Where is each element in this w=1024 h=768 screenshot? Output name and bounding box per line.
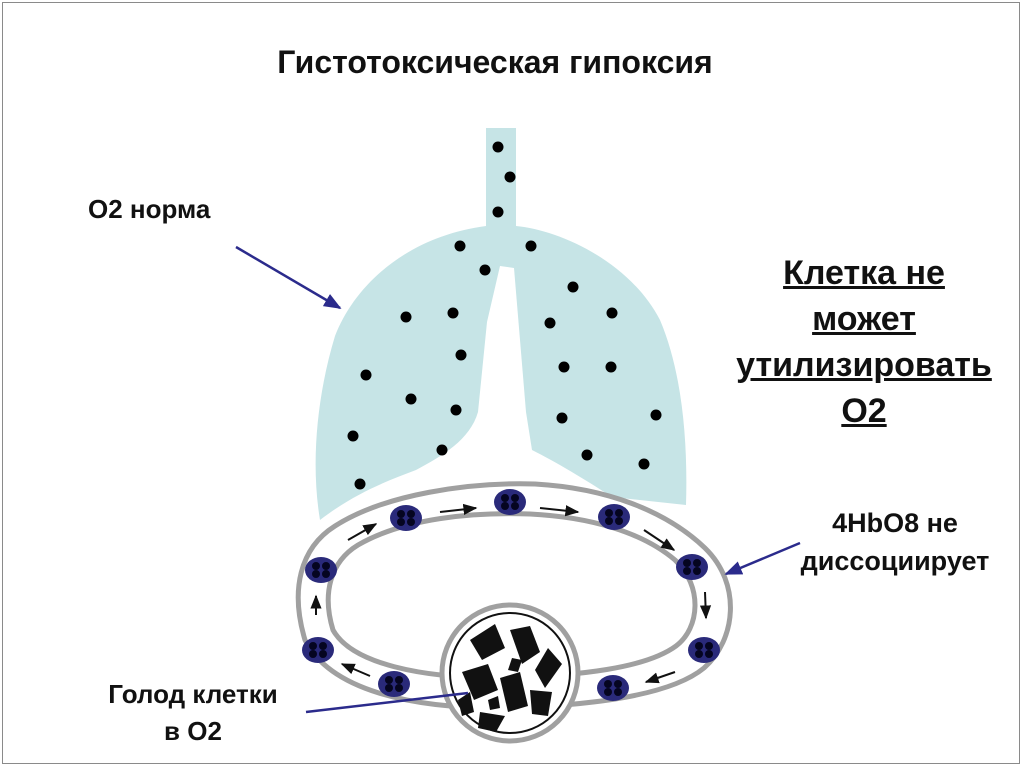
oxygen-dot (556, 412, 568, 424)
o2-norm-pointer (235, 245, 342, 310)
oxygen-dot (492, 206, 504, 218)
red-blood-cell (378, 671, 410, 697)
oxygen-dot (567, 281, 579, 293)
oxygen-dot (605, 361, 617, 373)
oxygen-dot (479, 264, 491, 276)
oxygen-dot (504, 171, 516, 183)
oxygen-dot (638, 458, 650, 470)
oxygen-dot (581, 449, 593, 461)
oxygen-dot (436, 444, 448, 456)
callout-line: Клетка не (783, 254, 945, 292)
callout-line: может (812, 300, 916, 338)
callout-cell-cannot-utilize: Клетка не может утилизировать О2 (704, 250, 1024, 434)
oxygen-dot (447, 307, 459, 319)
oxygen-dot (454, 240, 466, 252)
red-blood-cell (305, 557, 337, 583)
tissue-cell (439, 602, 581, 744)
hbo8-label: 4HbO8 не диссоциирует (770, 504, 1020, 580)
cell-hunger-line: в О2 (164, 716, 222, 746)
red-blood-cell (494, 489, 526, 515)
flow-arrow (644, 671, 676, 684)
red-blood-cell (598, 504, 630, 530)
oxygen-molecules (347, 141, 662, 490)
oxygen-dot (347, 430, 359, 442)
oxygen-dot (455, 349, 467, 361)
oxygen-dot (525, 240, 537, 252)
red-blood-cell (597, 675, 629, 701)
lungs (315, 128, 687, 520)
oxygen-dot (405, 393, 417, 405)
oxygen-dot (558, 361, 570, 373)
flow-arrow (539, 505, 580, 517)
page-title: Гистотоксическая гипоксия (277, 44, 713, 80)
flow-arrow (340, 663, 371, 677)
hbo8-pointer (724, 541, 801, 576)
callout-line: О2 (841, 392, 887, 430)
cell-hunger-line: Голод клетки (108, 679, 278, 709)
o2-norm-label: О2 норма (88, 194, 211, 224)
oxygen-dot (544, 317, 556, 329)
cell-hunger-pointer (305, 691, 469, 714)
hbo8-line: диссоциирует (800, 546, 990, 576)
oxygen-dot (492, 141, 504, 153)
red-blood-cell (390, 505, 422, 531)
oxygen-dot (360, 369, 372, 381)
red-blood-cell (302, 637, 334, 663)
flow-arrow (439, 503, 478, 515)
red-blood-cell (688, 637, 720, 663)
flow-arrow (643, 529, 676, 551)
oxygen-dot (606, 307, 618, 319)
oxygen-dot (450, 404, 462, 416)
flow-arrow (347, 523, 378, 541)
flow-arrow (699, 591, 712, 620)
red-blood-cell (676, 554, 708, 580)
red-blood-cells (302, 489, 720, 701)
oxygen-dot (650, 409, 662, 421)
oxygen-dot (400, 311, 412, 323)
hbo8-line: 4HbO8 не (832, 508, 958, 538)
oxygen-dot (354, 478, 366, 490)
cell-hunger-label: Голод клетки в О2 (88, 676, 298, 750)
callout-line: утилизировать (736, 346, 992, 384)
